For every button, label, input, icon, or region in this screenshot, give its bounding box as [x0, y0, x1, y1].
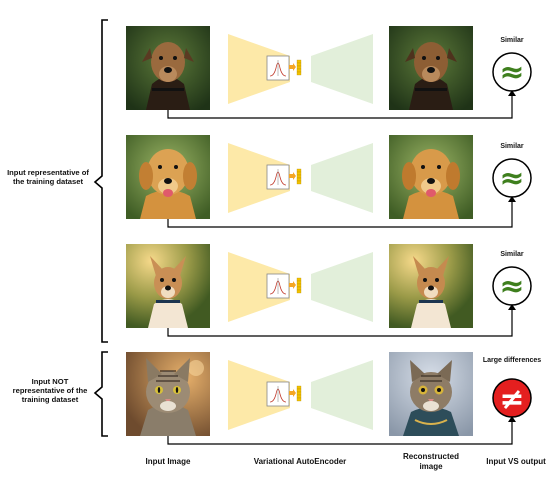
column-label-vae: Variational AutoEncoder	[253, 457, 347, 466]
input-image-dog-2	[126, 135, 210, 219]
sampling-arrow-icon	[289, 389, 296, 397]
brace-not-representative	[93, 351, 108, 437]
column-label-input: Input Image	[145, 457, 191, 466]
column-label-reconstructed: Reconstructed image	[402, 452, 459, 471]
feedback-line	[167, 198, 513, 228]
sampling-arrow-icon	[289, 281, 296, 289]
encoder-trapezoid	[228, 360, 290, 430]
decoder-trapezoid	[311, 143, 373, 213]
row-3: ≈ Similar	[126, 244, 532, 337]
similar-icon: ≈	[499, 269, 524, 304]
decoder-trapezoid	[311, 34, 373, 104]
reconstructed-image-cat	[389, 352, 473, 436]
feedback-line	[167, 418, 513, 445]
latent-vector	[296, 277, 302, 294]
group-label-representative: Input representative of the training dat…	[7, 168, 89, 187]
arrow-head	[508, 90, 516, 96]
not-equal-icon: ≠	[499, 382, 524, 417]
input-image-dog-3	[126, 244, 210, 328]
row-1: ≈ Similar	[126, 26, 532, 119]
sampling-arrow-icon	[289, 172, 296, 180]
latent-vector	[296, 385, 302, 402]
column-label-compare: Input VS output	[486, 457, 546, 466]
encoder-trapezoid	[228, 252, 290, 322]
arrow-head	[508, 416, 516, 422]
input-image-cat	[126, 352, 210, 436]
group-label-not-representative: Input NOT representative of the training…	[12, 377, 88, 405]
comparison-verdict: Similar	[500, 143, 524, 150]
sampling-arrow-icon	[289, 63, 296, 71]
row-2: ≈ Similar	[126, 135, 532, 228]
similar-icon: ≈	[499, 161, 524, 196]
row-4: ≠	[126, 352, 532, 445]
comparison-verdict: Similar	[500, 37, 524, 44]
latent-vector	[296, 59, 302, 76]
brace-representative	[93, 19, 108, 343]
arrow-head	[508, 196, 516, 202]
encoder-trapezoid	[228, 143, 290, 213]
arrow-head	[508, 304, 516, 310]
decoder-trapezoid	[311, 252, 373, 322]
latent-vector	[296, 168, 302, 185]
reconstructed-image-dog-3	[389, 244, 473, 328]
similar-icon: ≈	[499, 55, 524, 90]
feedback-line	[167, 92, 513, 119]
comparison-verdict: Similar	[500, 251, 524, 258]
comparison-verdict-large-differences: Large differences	[482, 357, 542, 364]
reconstructed-image-dog-2	[389, 135, 473, 219]
feedback-line	[167, 306, 513, 337]
encoder-trapezoid	[228, 34, 290, 104]
reconstructed-image-dog-1	[389, 26, 473, 110]
input-image-dog-1	[126, 26, 210, 110]
decoder-trapezoid	[311, 360, 373, 430]
